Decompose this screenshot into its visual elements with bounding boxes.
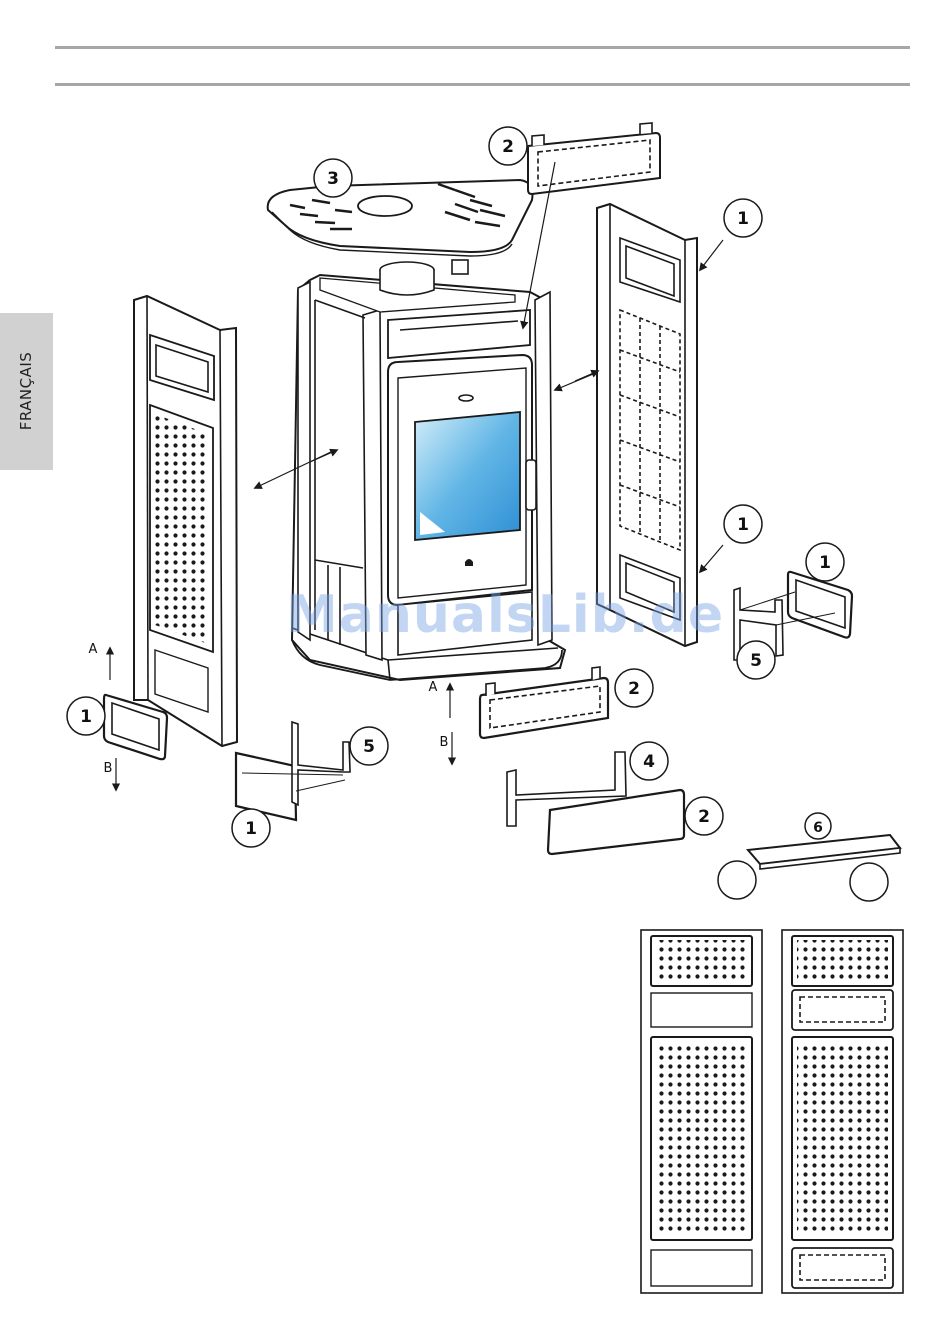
grille-top-right bbox=[528, 123, 660, 194]
front-grille bbox=[480, 667, 608, 738]
callout-label: 2 bbox=[502, 137, 514, 157]
direction-label-b: B bbox=[440, 735, 449, 750]
watermark: ManualsLib.de bbox=[286, 585, 724, 645]
left-side-panel bbox=[134, 296, 237, 746]
bottom-left-panel bbox=[236, 722, 350, 820]
direction-label-a: A bbox=[89, 642, 98, 657]
callout-label: 1 bbox=[737, 209, 749, 229]
reference-panel-right bbox=[782, 930, 903, 1293]
empty-circle-right bbox=[850, 863, 888, 901]
direction-label-a: A bbox=[429, 680, 438, 695]
callout-label: 1 bbox=[80, 707, 92, 727]
right-side-panel bbox=[597, 204, 697, 646]
plate-6 bbox=[748, 835, 900, 869]
callout-label: 2 bbox=[628, 679, 640, 699]
callout-label: 3 bbox=[327, 169, 339, 189]
callout-label: 4 bbox=[643, 752, 655, 772]
callout-label: 1 bbox=[245, 819, 257, 839]
callout-label: 6 bbox=[813, 820, 823, 836]
callout-label: 1 bbox=[819, 553, 831, 573]
reference-panel-left bbox=[641, 930, 762, 1293]
callout-label: 2 bbox=[698, 807, 710, 827]
top-plate bbox=[268, 180, 533, 256]
callout-label: 5 bbox=[750, 651, 762, 671]
callout-label: 5 bbox=[363, 737, 375, 757]
direction-label-b: B bbox=[104, 761, 113, 776]
empty-circle-left bbox=[718, 861, 756, 899]
callout-label: 1 bbox=[737, 515, 749, 535]
